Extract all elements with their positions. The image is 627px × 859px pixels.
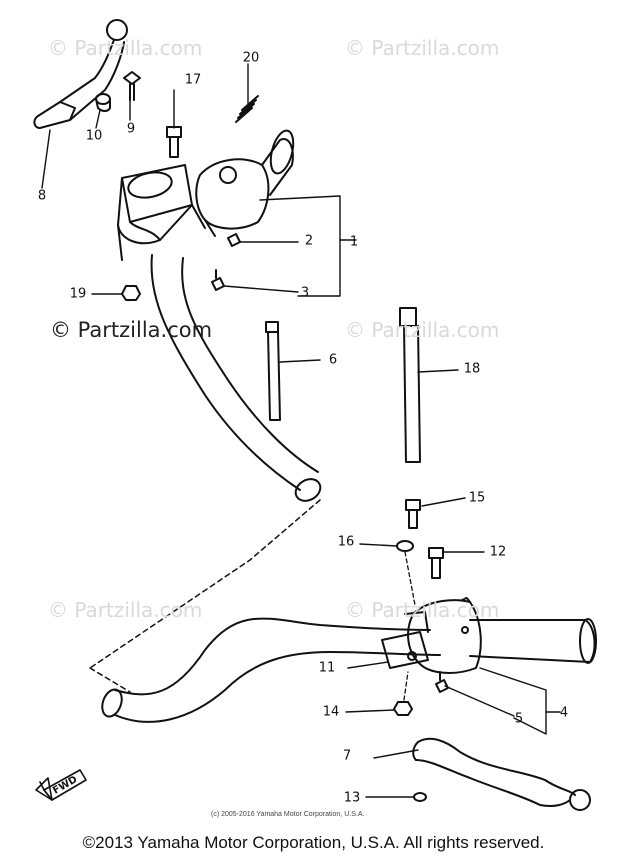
upper-lever	[33, 19, 128, 129]
watermark-low-right: © Partzilla.com	[345, 598, 500, 622]
part-label-2: 2	[304, 233, 314, 249]
cable-tie-6	[265, 321, 281, 421]
watermark-mid-left: © Partzilla.com	[50, 318, 213, 342]
part-label-18: 18	[463, 361, 481, 377]
part-label-9: 9	[126, 121, 136, 137]
part-label-10: 10	[85, 128, 103, 144]
watermark-low-left: © Partzilla.com	[48, 598, 203, 622]
part-label-14: 14	[322, 704, 340, 720]
watermark-mid-right: © Partzilla.com	[345, 318, 500, 342]
part-label-6: 6	[328, 352, 338, 368]
part-label-12: 12	[489, 544, 507, 560]
leader-lines	[41, 63, 561, 798]
watermark-top-right: © Partzilla.com	[345, 36, 500, 60]
part-label-7: 7	[342, 748, 352, 764]
left-lever-bracket	[117, 164, 206, 261]
part-label-16: 16	[337, 534, 355, 550]
right-grip	[469, 618, 597, 664]
upper-switch-housing	[195, 129, 295, 237]
part-label-1: 1	[349, 234, 359, 250]
small-fasteners	[95, 71, 449, 802]
lower-lever	[412, 737, 591, 811]
watermark-top-left: © Partzilla.com	[48, 36, 203, 60]
fwd-arrow	[35, 769, 87, 801]
part-label-15: 15	[468, 490, 486, 506]
handlebar	[89, 254, 441, 723]
footer-copyright: ©2013 Yamaha Motor Corporation, U.S.A. A…	[82, 833, 545, 852]
part-label-3: 3	[300, 285, 310, 301]
part-label-13: 13	[343, 790, 361, 806]
part-label-4: 4	[559, 705, 569, 721]
strap-18	[399, 307, 421, 463]
part-label-17: 17	[184, 72, 202, 88]
part-label-20: 20	[242, 50, 260, 66]
part-label-19: 19	[69, 286, 87, 302]
part-label-5: 5	[514, 711, 524, 727]
diagram-copyright: (c) 2005-2016 Yamaha Motor Corporation, …	[211, 811, 365, 818]
right-switch-housing	[381, 597, 482, 674]
part-label-11: 11	[318, 660, 336, 676]
part-label-8: 8	[37, 188, 47, 204]
